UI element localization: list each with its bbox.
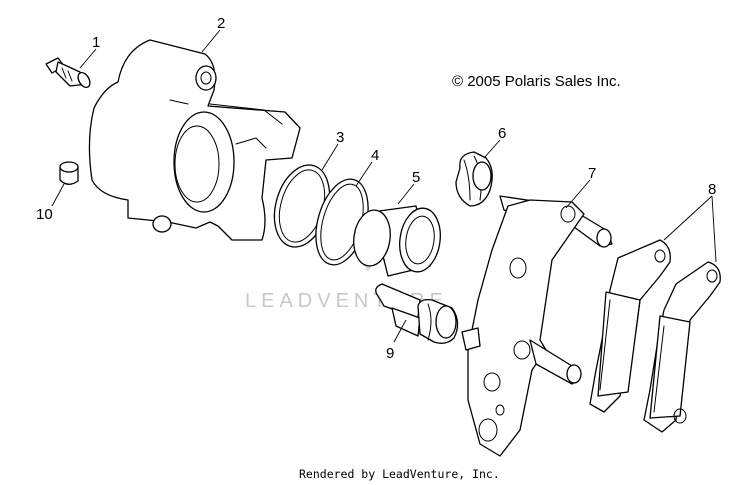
callout-9: 9	[386, 345, 394, 362]
callout-3: 3	[336, 129, 344, 146]
callout-labels: 1 2 3 4 5 6 7 8 9 10	[36, 15, 716, 362]
bleeder-screw[interactable]	[45, 57, 92, 89]
brake-pad-left[interactable]	[589, 239, 671, 413]
leader-lines	[51, 29, 717, 343]
callout-4: 4	[371, 147, 379, 164]
callout-10: 10	[36, 206, 53, 223]
callout-6: 6	[498, 125, 506, 142]
footer-credit: Rendered by LeadVenture, Inc.	[299, 467, 500, 481]
callout-8: 8	[708, 181, 716, 198]
piston[interactable]	[350, 205, 444, 277]
bleeder-cap[interactable]	[59, 161, 79, 185]
copyright-notice: © 2005 Polaris Sales Inc.	[452, 73, 621, 90]
callout-1: 1	[92, 34, 100, 51]
guide-pin[interactable]	[375, 283, 459, 344]
dust-boot[interactable]	[455, 151, 493, 207]
caliper-body[interactable]	[88, 39, 301, 241]
callout-5: 5	[412, 169, 420, 186]
callout-7: 7	[588, 165, 596, 182]
caliper-bracket[interactable]	[461, 195, 613, 457]
brake-pad-right[interactable]	[643, 261, 721, 433]
callout-2: 2	[217, 15, 225, 32]
